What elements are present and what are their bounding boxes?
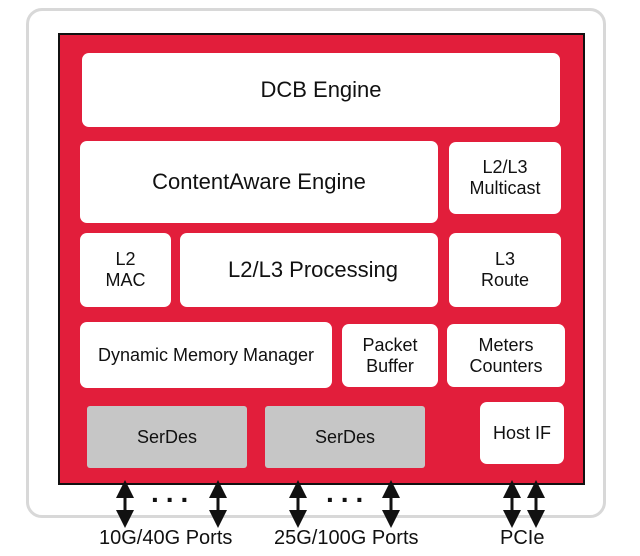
ellipsis-10g40g: ... [151, 477, 196, 508]
serdes-right-block: SerDes [265, 406, 425, 468]
ellipsis-25g100g: ... [326, 477, 371, 508]
label-10g40g-ports: 10G/40G Ports [99, 527, 233, 549]
contentaware-engine-block: ContentAware Engine [80, 141, 438, 223]
l2-mac-block: L2 MAC [80, 233, 171, 307]
meters-counters-block: Meters Counters [447, 324, 565, 387]
chip-block-diagram: DCB Engine ContentAware Engine L2/L3 Mul… [58, 33, 585, 485]
l3-route-block: L3 Route [449, 233, 561, 307]
label-25g100g-ports: 25G/100G Ports [274, 527, 419, 549]
serdes-left-block: SerDes [87, 406, 247, 468]
l2l3-processing-block: L2/L3 Processing [180, 233, 438, 307]
dynamic-memory-manager-block: Dynamic Memory Manager [80, 322, 332, 388]
label-pcie: PCIe [500, 527, 545, 549]
packet-buffer-block: Packet Buffer [342, 324, 438, 387]
host-if-block: Host IF [480, 402, 564, 464]
dcb-engine-block: DCB Engine [82, 53, 560, 127]
l2l3-multicast-block: L2/L3 Multicast [449, 142, 561, 214]
